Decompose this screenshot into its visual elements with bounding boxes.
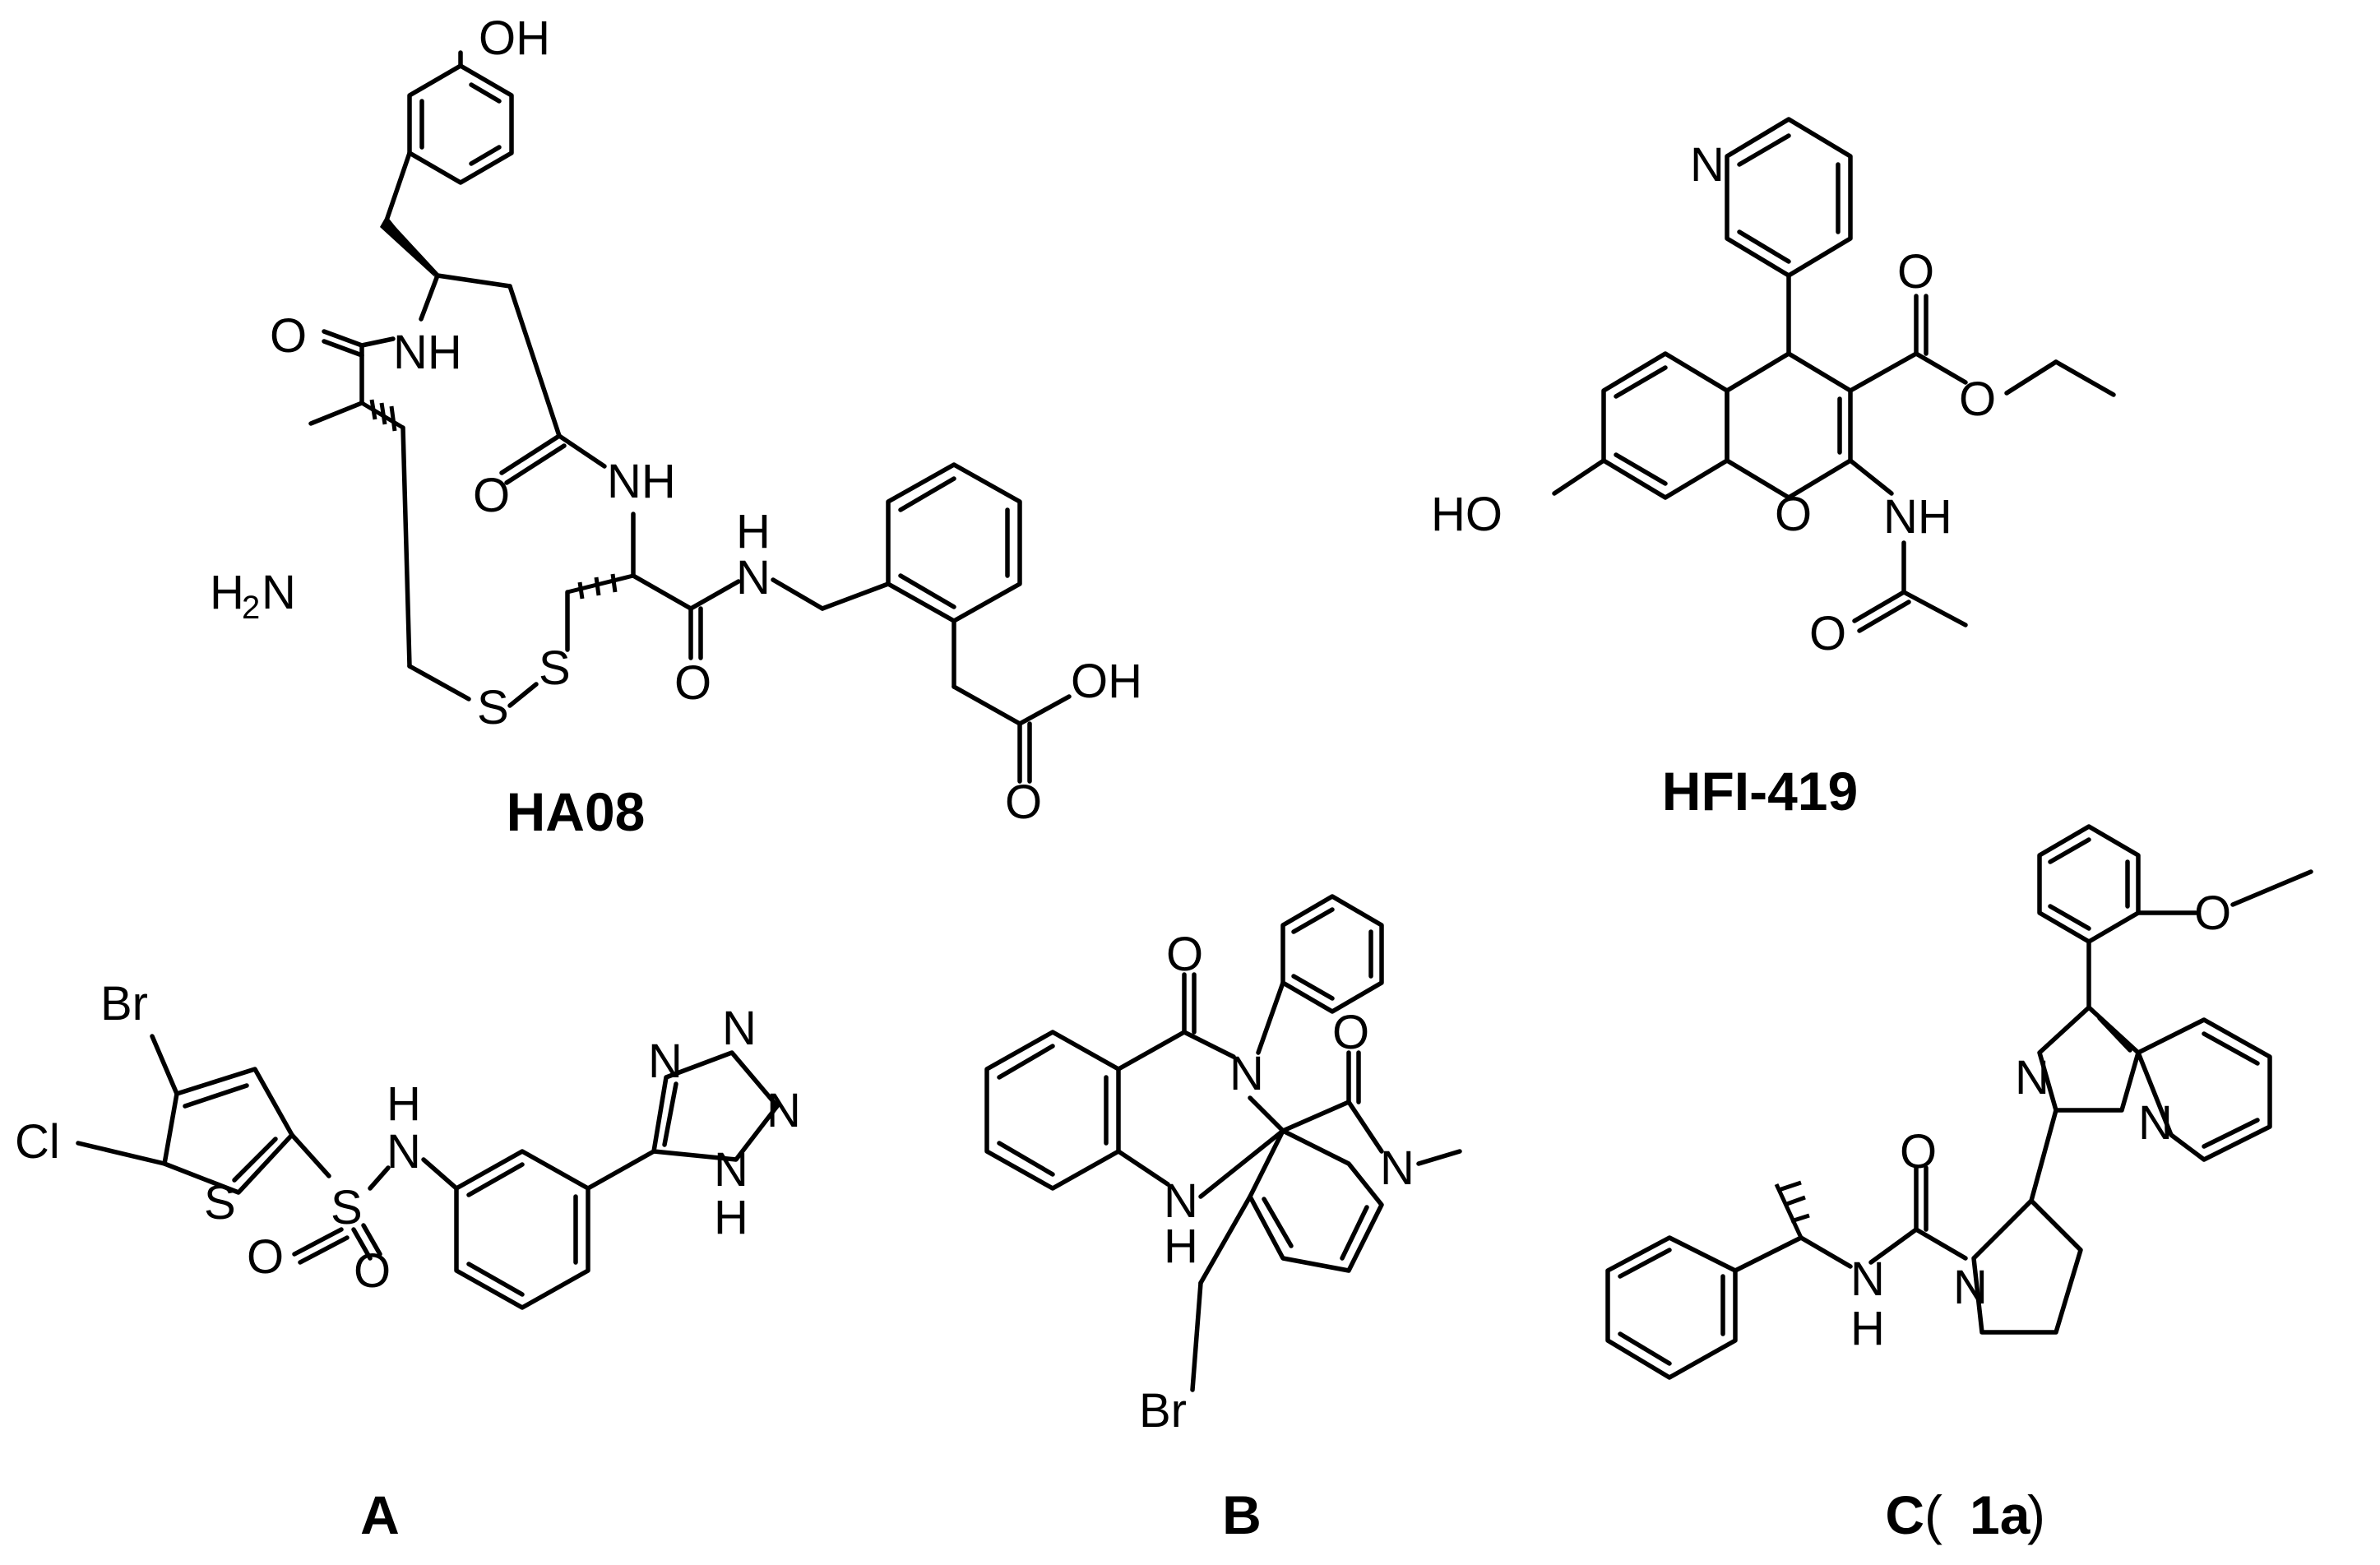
a-br: Br [100, 977, 148, 1030]
c-o-methoxy: O [2194, 887, 2231, 940]
b-n-right: N [1380, 1141, 1415, 1195]
structure-b: O N N H O N Br B [984, 894, 1462, 1545]
b-o-top: O [1166, 928, 1203, 981]
c-n-urea: N [1850, 1252, 1885, 1306]
ha08-o-acid: O [1005, 776, 1042, 829]
ha08-h2n-sub: 2 [242, 590, 260, 626]
ha08-oh-acid: OH [1071, 655, 1142, 708]
hfi419-o-ester: O [1959, 373, 1996, 426]
ha08-o-left: O [270, 309, 307, 363]
b-br: Br [1139, 1384, 1187, 1438]
b-o-right: O [1332, 1006, 1369, 1059]
hfi419-o-amide: O [1809, 607, 1846, 660]
ha08-nh-mid: NH [607, 455, 676, 508]
ha08-h-right: H [736, 505, 771, 558]
hfi419-n-pyridine: N [1690, 138, 1725, 192]
caption-a: A [360, 1484, 400, 1545]
ha08-h2n-n: N [262, 566, 296, 619]
caption-c-close: ) [2027, 1484, 2045, 1545]
a-tetrazole-n2: N [722, 1002, 757, 1055]
caption-c-code: 1a [1970, 1484, 2031, 1545]
structure-a: Br Cl S S O O N H N N N N H A [15, 977, 801, 1545]
caption-c-open: ( [1924, 1484, 1942, 1545]
ha08-oh-label: OH [479, 12, 550, 65]
ha08-n-right: N [736, 551, 771, 604]
structure-ha08: OH NH O H 2 N S S O NH [210, 12, 1142, 842]
caption-ha08: HA08 [507, 781, 646, 842]
a-h: H [387, 1077, 421, 1131]
ha08-o-mid: O [473, 469, 510, 522]
b-n-bottom: N [1164, 1174, 1198, 1228]
c-o-urea: O [1900, 1125, 1937, 1178]
a-o2: O [354, 1244, 391, 1298]
b-n-top: N [1229, 1047, 1264, 1100]
structure-hfi419: N O HO O O NH O HFI-419 [1431, 117, 2116, 822]
a-tetrazole-h: H [714, 1191, 748, 1244]
a-n: N [387, 1125, 421, 1178]
a-s-thiophene: S [204, 1176, 236, 1229]
a-tetrazole-n1: N [648, 1035, 683, 1088]
hfi419-ho: HO [1431, 488, 1503, 541]
a-tetrazole-n4: N [714, 1143, 748, 1197]
b-h-bottom: H [1164, 1220, 1198, 1273]
a-s-sulfonyl: S [331, 1181, 363, 1234]
c-n-pyrrolidine: N [1953, 1261, 1988, 1314]
ha08-s-right: S [539, 641, 571, 695]
ha08-s-left: S [477, 681, 509, 734]
hfi419-o-ring: O [1775, 488, 1812, 541]
caption-hfi419: HFI-419 [1662, 761, 1858, 822]
structure-c: O N N N O N H C ( 1a ) [1605, 824, 2313, 1545]
caption-b: B [1222, 1484, 1262, 1545]
hfi419-nh: NH [1883, 490, 1952, 544]
c-n-imidazole: N [2015, 1051, 2049, 1104]
caption-c-letter: C [1885, 1484, 1924, 1545]
ha08-h2n-h: H [210, 566, 244, 619]
hfi419-o-carbonyl: O [1897, 245, 1934, 299]
ha08-o-bottom: O [674, 656, 711, 710]
a-tetrazole-n3: N [766, 1084, 801, 1137]
c-h-urea: H [1850, 1302, 1885, 1355]
ha08-nh-left: NH [393, 326, 462, 379]
a-cl: Cl [15, 1115, 60, 1169]
a-o1: O [247, 1230, 284, 1284]
